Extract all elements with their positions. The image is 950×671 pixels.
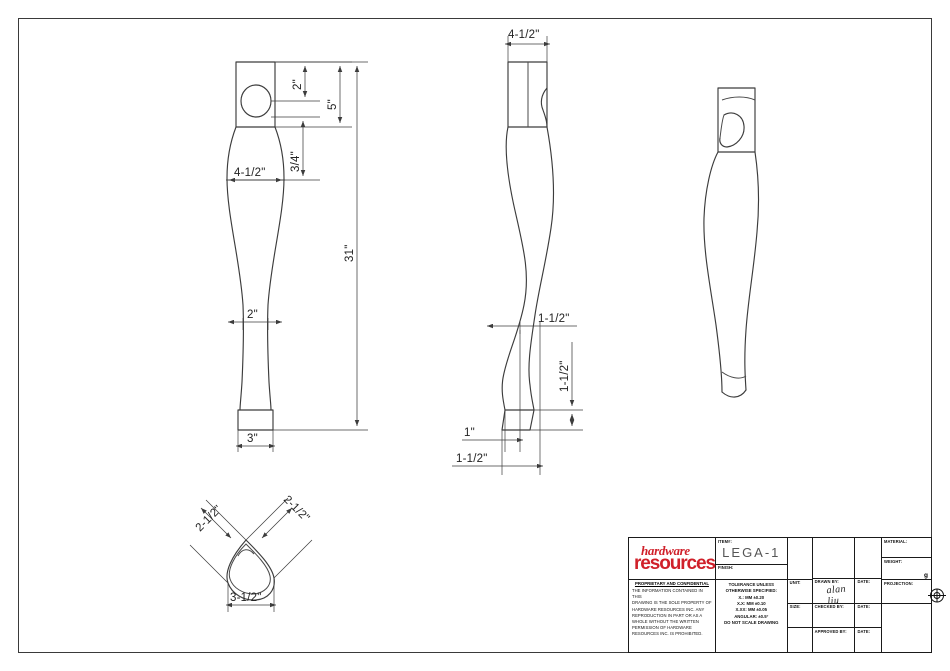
- proprietary-line: REPRODUCTION IN PART OR AS A: [632, 612, 703, 618]
- size-label: SIZE:: [789, 604, 801, 610]
- title-block-unit-column: UNIT: SIZE:: [787, 538, 813, 652]
- title-block: hardware resources PROPRIETARY AND CONFI…: [628, 537, 946, 653]
- finish-label: FINISH:: [717, 565, 734, 571]
- date-field-1[interactable]: DATE:: [855, 579, 882, 604]
- title-block-date-column: DATE: DATE: DATE:: [855, 538, 883, 652]
- checked-by-field[interactable]: CHECKED BY:: [812, 604, 855, 629]
- weight-field[interactable]: WEIGHT: g: [882, 558, 931, 580]
- finish-field[interactable]: FINISH:: [715, 565, 787, 580]
- approved-by-field[interactable]: APPROVED BY:: [813, 628, 855, 652]
- tolerance-line: X.: MM ±0.20: [738, 594, 765, 600]
- company-logo: hardware resources: [629, 538, 716, 580]
- drawn-by-field[interactable]: DRAWN BY: alan liu: [812, 579, 855, 607]
- weight-unit: g: [924, 572, 928, 579]
- proprietary-line: WHOLE WITHOUT THE WRITTEN: [632, 618, 699, 624]
- unit-label: UNIT:: [789, 580, 801, 586]
- tolerance-line: TOLERANCE UNLESS: [728, 581, 774, 587]
- date-field-3[interactable]: DATE:: [855, 628, 881, 652]
- date-label: DATE:: [857, 628, 871, 634]
- title-block-left-column: hardware resources PROPRIETARY AND CONFI…: [629, 538, 716, 652]
- tolerance-line: X.XX: MM ±0.05: [735, 607, 768, 613]
- item-number-value: LEGA-1: [722, 545, 781, 560]
- weight-label: WEIGHT:: [884, 558, 903, 564]
- tolerance-block: TOLERANCE UNLESS OTHERWISE SPECIFIED: X.…: [716, 580, 787, 652]
- material-field[interactable]: MATERIAL:: [882, 538, 931, 558]
- logo-line-1: hardware: [641, 542, 690, 558]
- approved-by-label: APPROVED BY:: [814, 628, 847, 634]
- tolerance-line: OTHERWISE SPECIFIED:: [725, 588, 777, 594]
- tolerance-line: X.X: MM ±0.10: [736, 600, 766, 606]
- projection-field: PROJECTION:: [882, 580, 946, 604]
- logo-line-2: resources: [634, 552, 716, 574]
- proprietary-line: DRAWING IS THE SOLE PROPERTY OF: [632, 600, 712, 606]
- proprietary-line: PERMISSION OF HARDWARE: [632, 625, 692, 631]
- projection-label: PROJECTION:: [884, 580, 914, 586]
- proprietary-line: HARDWARE RESOURCES INC. ANY: [632, 606, 705, 612]
- title-block-signature-column: DRAWN BY: alan liu CHECKED BY: APPROVED …: [812, 538, 856, 652]
- proprietary-notice: PROPRIETARY AND CONFIDENTIAL THE INFORMA…: [629, 580, 715, 652]
- item-number-label: ITEM#:: [717, 538, 732, 544]
- size-field[interactable]: SIZE:: [787, 604, 812, 628]
- title-block-item-column: ITEM#: LEGA-1 FINISH: TOLERANCE UNLESS O…: [715, 538, 788, 652]
- tolerance-line: DO NOT SCALE DRAWING: [724, 620, 779, 626]
- item-number-field[interactable]: ITEM#: LEGA-1: [715, 538, 787, 565]
- unit-field[interactable]: UNIT:: [787, 580, 812, 604]
- proprietary-heading: PROPRIETARY AND CONFIDENTIAL: [634, 580, 709, 586]
- right-column-blank: [882, 604, 931, 652]
- tolerance-line: ANGULAR: ±0.5°: [734, 613, 769, 619]
- drawn-by-label: DRAWN BY:: [814, 579, 839, 585]
- proprietary-line: THE INFORMATION CONTAINED IN THIS: [632, 587, 703, 600]
- date-field-2[interactable]: DATE:: [855, 604, 882, 629]
- proprietary-line: RESOURCES INC. IS PROHIBITED.: [632, 631, 703, 637]
- sheet-border: [18, 18, 932, 653]
- date-label: DATE:: [857, 604, 871, 610]
- size-extra-field[interactable]: [788, 628, 812, 652]
- material-label: MATERIAL:: [884, 538, 908, 544]
- title-block-right-column: MATERIAL: WEIGHT: g PROJECTION:: [882, 538, 946, 652]
- date-label: DATE:: [857, 579, 871, 585]
- checked-by-label: CHECKED BY:: [814, 604, 844, 610]
